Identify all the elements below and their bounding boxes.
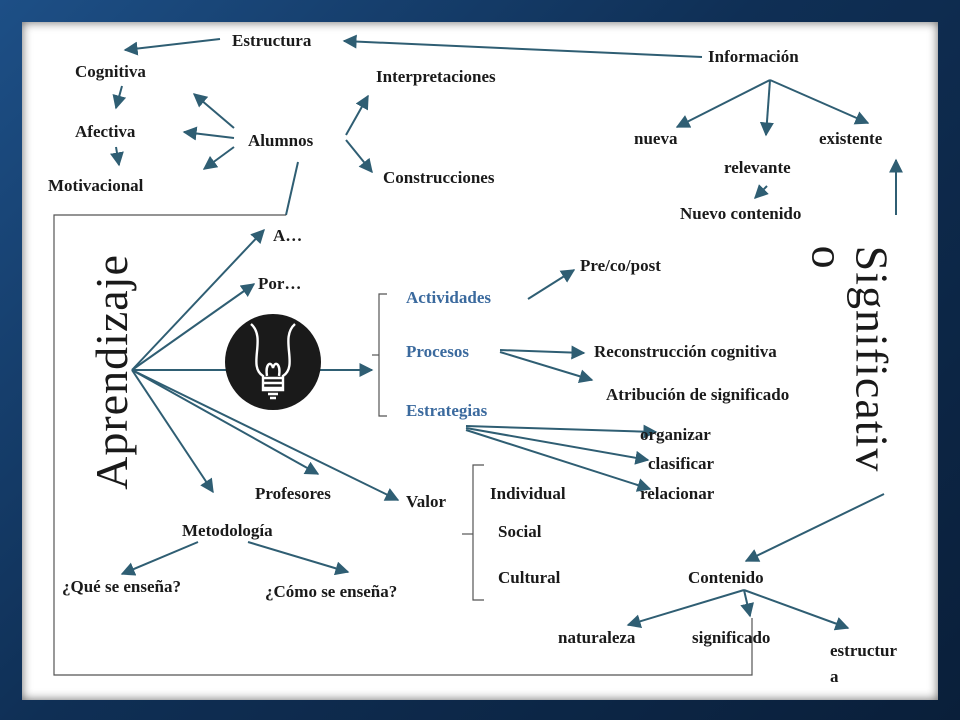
bracket-valor [472, 464, 484, 601]
node-a: A… [273, 226, 303, 245]
arrow-alumnos-cognitiva [192, 93, 235, 129]
node-pre-co-post: Pre/co/post [580, 256, 661, 275]
node-afectiva: Afectiva [75, 122, 136, 141]
line-alumnos-down [285, 161, 299, 216]
bracket-actividades [378, 293, 387, 417]
node-estructura: Estructura [232, 31, 312, 50]
arrow-contenido-naturaleza [626, 589, 745, 629]
node-nueva: nueva [634, 129, 678, 148]
node-nuevo-contenido: Nuevo contenido [680, 204, 802, 223]
node-motivacional: Motivacional [48, 176, 144, 195]
node-reconstruccion: Reconstrucción cognitiva [594, 342, 777, 361]
arrow-hub-a [131, 228, 265, 371]
node-estructura-contenido: estructur a [830, 641, 898, 687]
node-individual: Individual [490, 484, 566, 503]
arrow-procesos-reconstruccion [499, 345, 586, 360]
arrow-metodologia-como [247, 541, 350, 576]
node-contenido: Contenido [688, 568, 764, 587]
arrow-informacion-nueva [675, 79, 771, 128]
node-actividades: Actividades [406, 288, 491, 307]
arrow-afectiva-motivacional [110, 146, 124, 167]
node-valor: Valor [406, 492, 446, 511]
arrow-informacion-existente [769, 79, 870, 125]
arrow-alumnos-afectiva [182, 126, 235, 141]
arrow-alumnos-motivacional [202, 146, 235, 170]
arrow-contenido-significado [740, 589, 754, 618]
node-estrategias: Estrategias [406, 401, 488, 420]
node-naturaleza: naturaleza [558, 628, 636, 647]
arrow-cognitiva-afectiva [112, 85, 127, 110]
node-metodologia: Metodología [182, 521, 273, 540]
arrow-hub-metodologia [131, 369, 214, 494]
arrow-informacion-relevante [759, 79, 774, 137]
connector-layer [53, 34, 903, 676]
node-existente: existente [819, 129, 883, 148]
node-social: Social [498, 522, 542, 541]
arrow-procesos-atribucion [499, 351, 594, 384]
node-atribucion: Atribución de significado [606, 385, 790, 404]
node-cultural: Cultural [498, 568, 561, 587]
node-relevante: relevante [724, 158, 791, 177]
arrow-metodologia-que [120, 541, 199, 576]
loop-line [53, 214, 753, 676]
node-cognitiva: Cognitiva [75, 62, 146, 81]
node-relacionar: relacionar [640, 484, 715, 503]
node-organizar: organizar [640, 425, 711, 444]
arrow-informacion-estructura [342, 34, 703, 58]
node-alumnos: Alumnos [248, 131, 314, 150]
arrow-hub-por [131, 283, 256, 371]
arrow-relevante-nuevo [754, 184, 769, 199]
arrow-estrategias-clasificar [465, 427, 650, 465]
node-que-se-ensena: ¿Qué se enseña? [62, 577, 181, 596]
concept-map-canvas: Estructura Información Cognitiva Interpr… [22, 22, 938, 700]
arrow-significativo-contenido [744, 493, 885, 562]
node-por: Por… [258, 274, 302, 293]
arrow-alumnos-interpretaciones [345, 94, 369, 136]
node-procesos: Procesos [406, 342, 469, 361]
arrow-estructura-cognitiva [123, 38, 221, 56]
arrow-hub-profesores [131, 369, 320, 475]
arrow-estrategias-organizar [465, 424, 658, 439]
arrow-actividades-pre [527, 269, 576, 300]
title-significativo: Significativ o [803, 245, 898, 473]
arrow-alumnos-construcciones [345, 139, 373, 174]
lightbulb-icon [225, 314, 321, 410]
arrow-estrategias-relacionar [465, 429, 652, 492]
node-significado: significado [692, 628, 771, 647]
arrow-hub-valor [131, 369, 400, 501]
node-profesores: Profesores [255, 484, 331, 503]
node-informacion: Información [708, 47, 799, 66]
node-como-se-ensena: ¿Cómo se enseña? [265, 582, 398, 601]
node-clasificar: clasificar [648, 454, 715, 473]
node-interpretaciones: Interpretaciones [376, 67, 496, 86]
title-aprendizaje: Aprendizaje [86, 254, 137, 490]
node-construcciones: Construcciones [383, 168, 495, 187]
arrow-contenido-estructura [743, 589, 850, 631]
